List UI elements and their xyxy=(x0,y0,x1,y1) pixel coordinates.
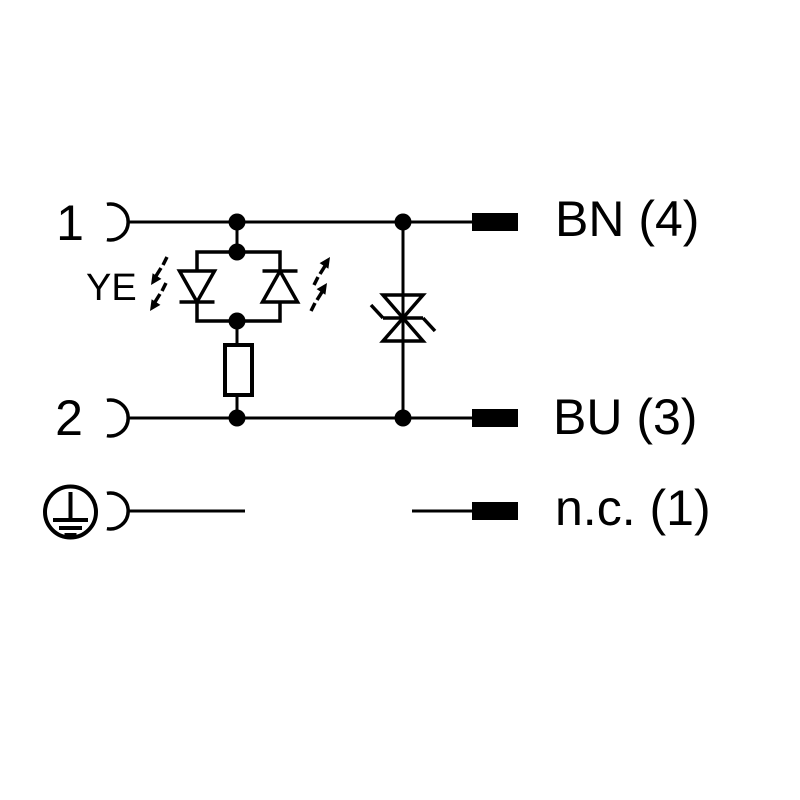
light-arrow-icon xyxy=(149,255,169,287)
wire-end-icon xyxy=(472,409,518,427)
suppressor-diode-icon xyxy=(369,293,437,343)
junction-dot xyxy=(228,312,246,330)
led-diode-right-icon xyxy=(259,267,301,304)
junction-dot xyxy=(228,243,246,261)
light-arrow-icon xyxy=(309,281,329,313)
junction-dot xyxy=(394,213,412,231)
light-arrow-icon xyxy=(312,255,332,287)
junction-dot xyxy=(394,409,412,427)
conductor-label-bn: BN (4) xyxy=(555,191,699,247)
socket-contact-icon xyxy=(106,491,130,531)
junction-dot xyxy=(228,409,246,427)
socket-contact-icon xyxy=(106,202,130,242)
pin1-number-label: 1 xyxy=(56,195,84,251)
wire-end-icon xyxy=(472,213,518,231)
junction-dot xyxy=(228,213,246,231)
led-loop-frame xyxy=(195,250,282,323)
pin2-number-label: 2 xyxy=(55,390,83,446)
led-color-label: YE xyxy=(86,267,137,309)
conductor-label-bu: BU (3) xyxy=(553,389,697,445)
light-arrow-icon xyxy=(148,281,168,313)
resistor-icon xyxy=(223,343,254,397)
wire-end-icon xyxy=(472,502,518,520)
socket-contact-icon xyxy=(106,398,130,438)
led-diode-left-icon xyxy=(176,269,218,306)
conductor-label-nc: n.c. (1) xyxy=(555,480,711,536)
protective-earth-icon xyxy=(43,484,98,540)
